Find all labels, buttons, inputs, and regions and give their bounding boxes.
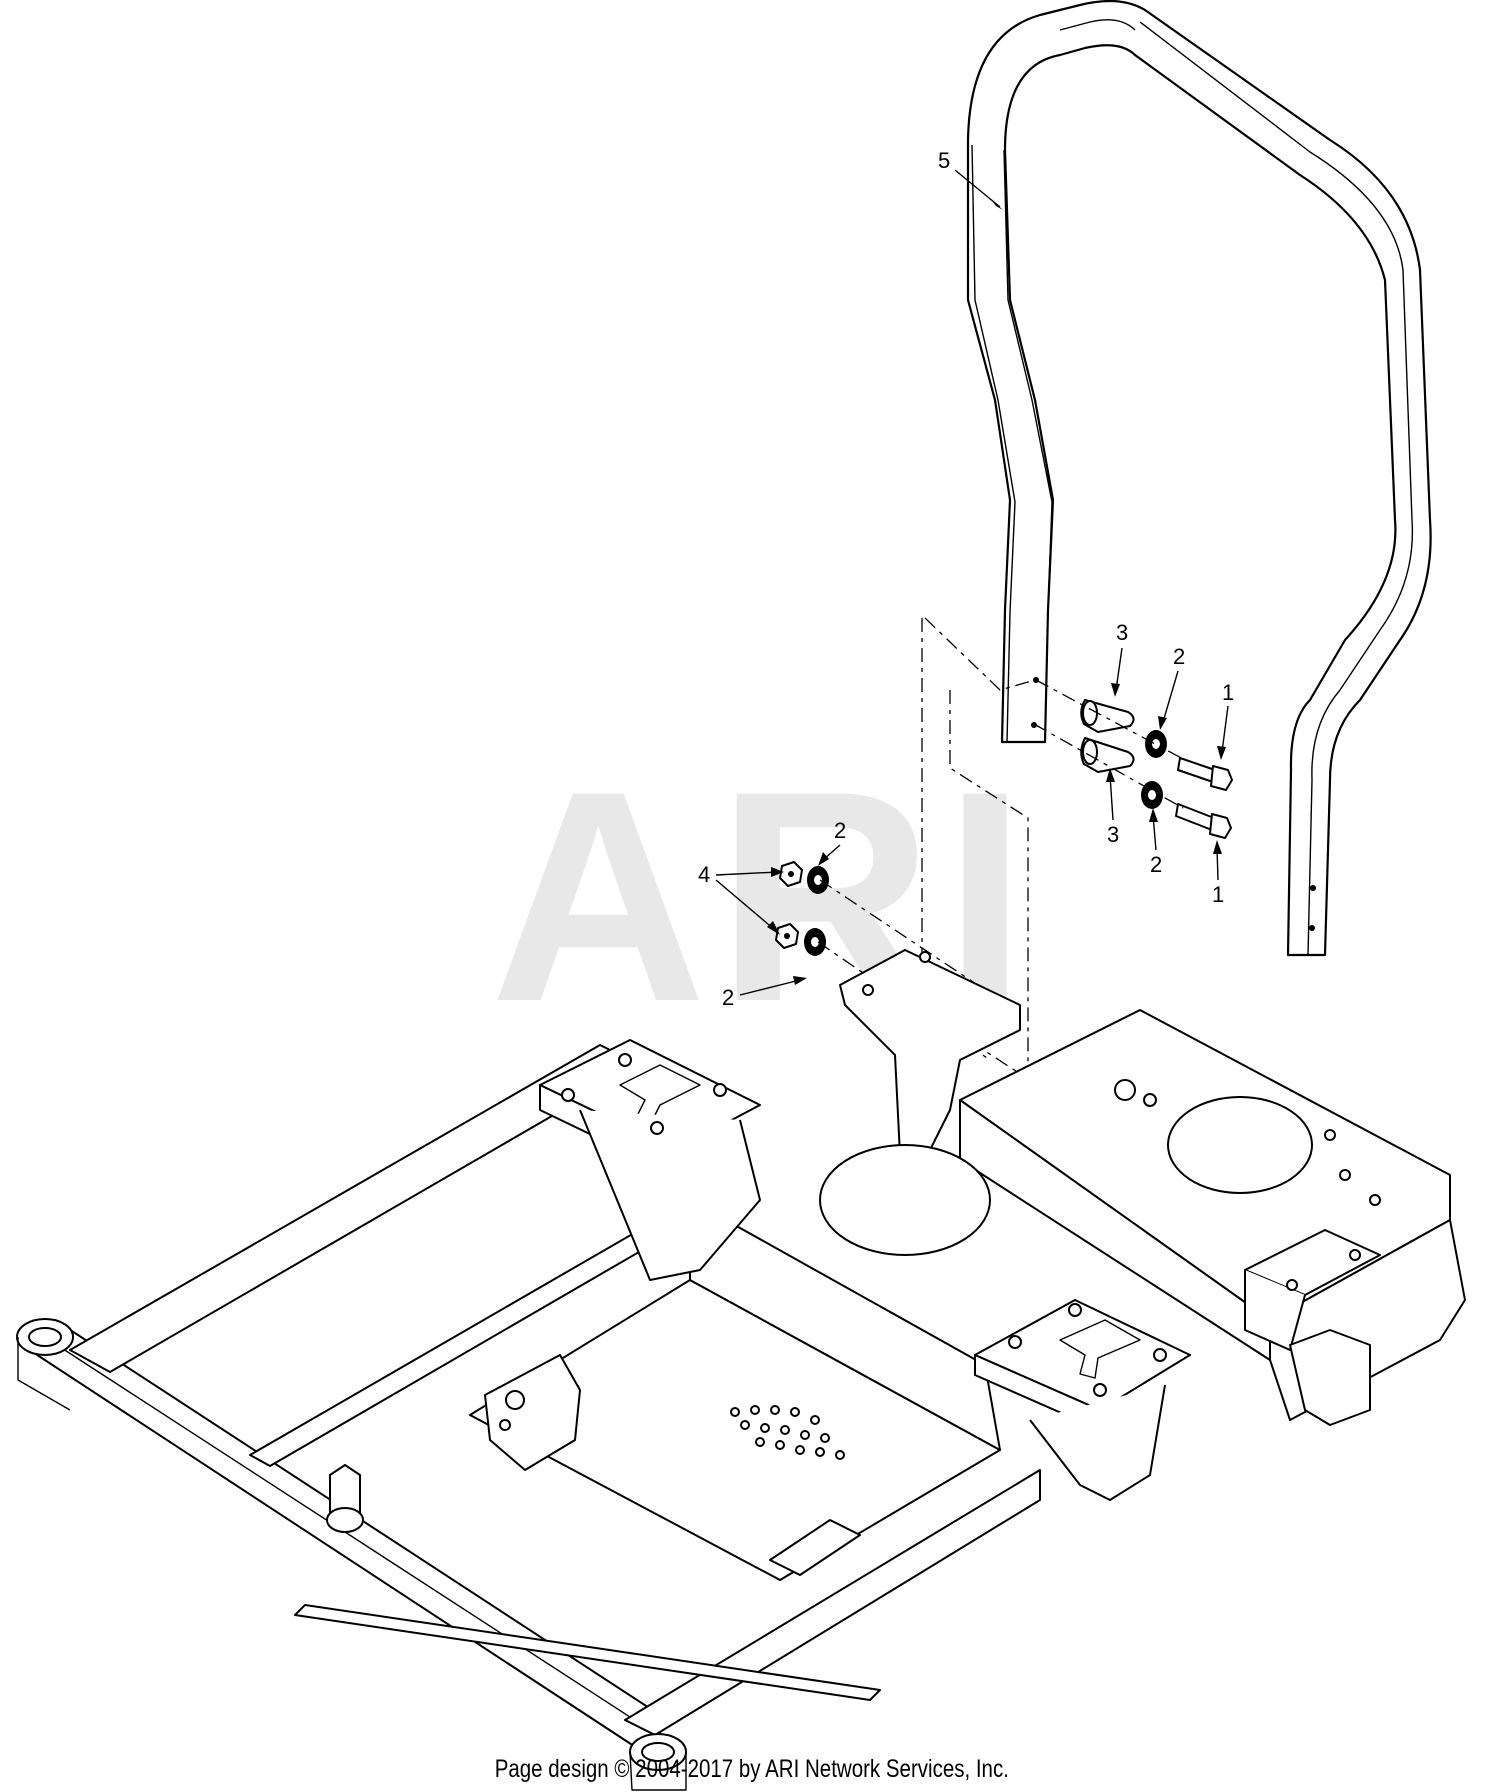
callout-2-left-top: 2 [818,818,846,866]
engine-cutout [1167,1096,1313,1194]
copyright-footer: Page design © 2004-2017 by ARI Network S… [494,1755,1009,1783]
roll-bar-hole [1310,885,1316,891]
bolt-lower [1175,803,1232,839]
roll-bar-hole [1031,722,1037,728]
plate-holes [730,1405,845,1460]
bolt-upper [1177,757,1233,791]
svg-text:2: 2 [1173,644,1185,669]
callout-3-bottom: 3 [1106,768,1119,847]
roll-bar-hole [1309,925,1315,931]
callout-5: 5 [938,148,1003,210]
svg-text:3: 3 [1107,822,1119,847]
svg-text:1: 1 [1222,680,1234,705]
roll-bar [966,0,1432,957]
mower-frame [16,949,1466,1791]
spacer-upper [1080,699,1135,733]
pump-cutout [819,1144,991,1256]
svg-text:2: 2 [722,985,734,1010]
svg-text:5: 5 [938,148,950,173]
svg-text:2: 2 [1150,852,1162,877]
svg-text:1: 1 [1212,882,1224,907]
washer [807,866,829,894]
svg-text:3: 3 [1116,620,1128,645]
nut-lower [775,923,799,949]
callout-2-left-bottom: 2 [722,976,807,1010]
washer [1141,781,1163,809]
nut-upper [779,861,803,887]
callout-2-top: 2 [1158,644,1185,730]
callout-1-top: 1 [1217,680,1234,760]
washer [804,928,826,956]
callout-1-bottom: 1 [1212,840,1224,907]
callout-2-bottom: 2 [1149,808,1162,877]
svg-text:2: 2 [834,818,846,843]
callout-3-top: 3 [1111,620,1128,697]
svg-text:4: 4 [698,862,710,887]
washer [1145,730,1167,758]
callout-4: 4 [698,862,784,935]
